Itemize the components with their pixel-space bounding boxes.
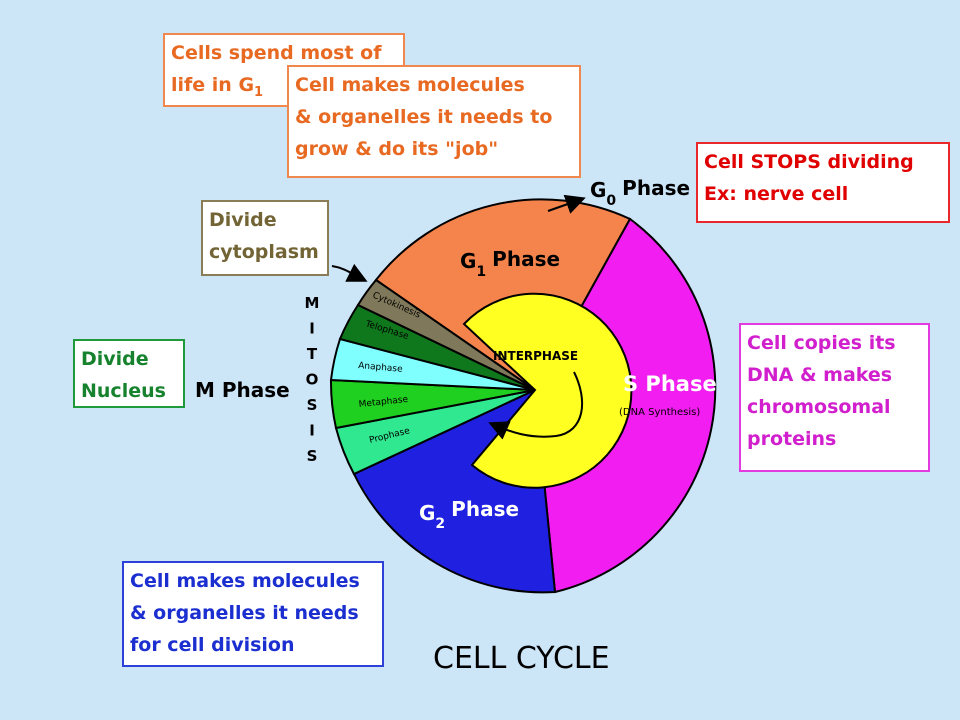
m-phase-label: M Phase [195,378,290,402]
mitosis-letter: O [306,371,319,389]
mitosis-letter: I [309,422,315,440]
g2-subscript: 2 [435,516,445,532]
interphase-arrow-icon [488,371,584,440]
note-line: Nucleus [81,380,166,402]
note-line: Divide [209,209,277,231]
g0-phase-label: G0 Phase [590,176,690,209]
mitosis-letter: M [305,294,320,312]
g0-subscript: 0 [606,193,616,209]
note-g0: Cell STOPS dividing Ex: nerve cell [696,142,950,223]
note-line: proteins [747,428,837,450]
g2-phase-label: G2 Phase [419,497,519,532]
note-mitosis: Divide Nucleus [73,339,185,408]
mitosis-letter: S [307,447,318,465]
note-line: Ex: nerve cell [704,183,849,205]
note-line: DNA & makes [747,364,893,386]
note-line-text: life in G [171,74,255,96]
note-line: Divide [81,348,149,370]
note-cytokinesis: Divide cytoplasm [201,200,329,276]
interphase-label: INTERPHASE [493,349,578,363]
mitosis-letter: T [307,345,318,363]
diagram-title: CELL CYCLE [433,641,610,676]
s-phase-sublabel: (DNA Synthesis) [619,407,700,418]
cytoplasm-arrow-icon [331,263,368,282]
g0-letter: G [590,178,606,202]
note-line: chromosomal [747,396,891,418]
g0-word: Phase [622,176,690,200]
mitosis-letter: I [309,320,315,338]
note-s-phase: Cell copies its DNA & makes chromosomal … [739,323,930,472]
g2-word: Phase [451,497,519,521]
note-g2-phase: Cell makes molecules & organelles it nee… [122,561,384,667]
g0-arrow-icon [547,194,586,214]
note-line: grow & do its "job" [295,138,499,160]
s-phase-label: S Phase [623,372,717,396]
g1-subscript: 1 [476,264,486,280]
g2-letter: G [419,501,435,525]
note-line: & organelles it needs [130,602,359,624]
mitosis-letter: S [307,396,318,414]
note-line: cytoplasm [209,241,319,263]
note-line: Cells spend most of [171,42,382,64]
subscript: 1 [254,84,264,100]
note-line: Cell STOPS dividing [704,151,914,173]
note-line: Cell makes molecules [295,74,525,96]
note-line: Cell makes molecules [130,570,360,592]
cytokinesis-wedge [356,278,536,391]
g1-letter: G [460,249,476,273]
note-line: Cell copies its [747,332,896,354]
g1-wedge [374,198,632,392]
note-g1-function: Cell makes molecules & organelles it nee… [287,65,581,178]
note-line: life in G1 [171,69,397,109]
anaphase-label: Anaphase [358,361,404,375]
g1-phase-label: G1 Phase [460,247,560,280]
g1-word: Phase [492,247,560,271]
note-line: for cell division [130,634,295,656]
note-line: & organelles it needs to [295,106,553,128]
